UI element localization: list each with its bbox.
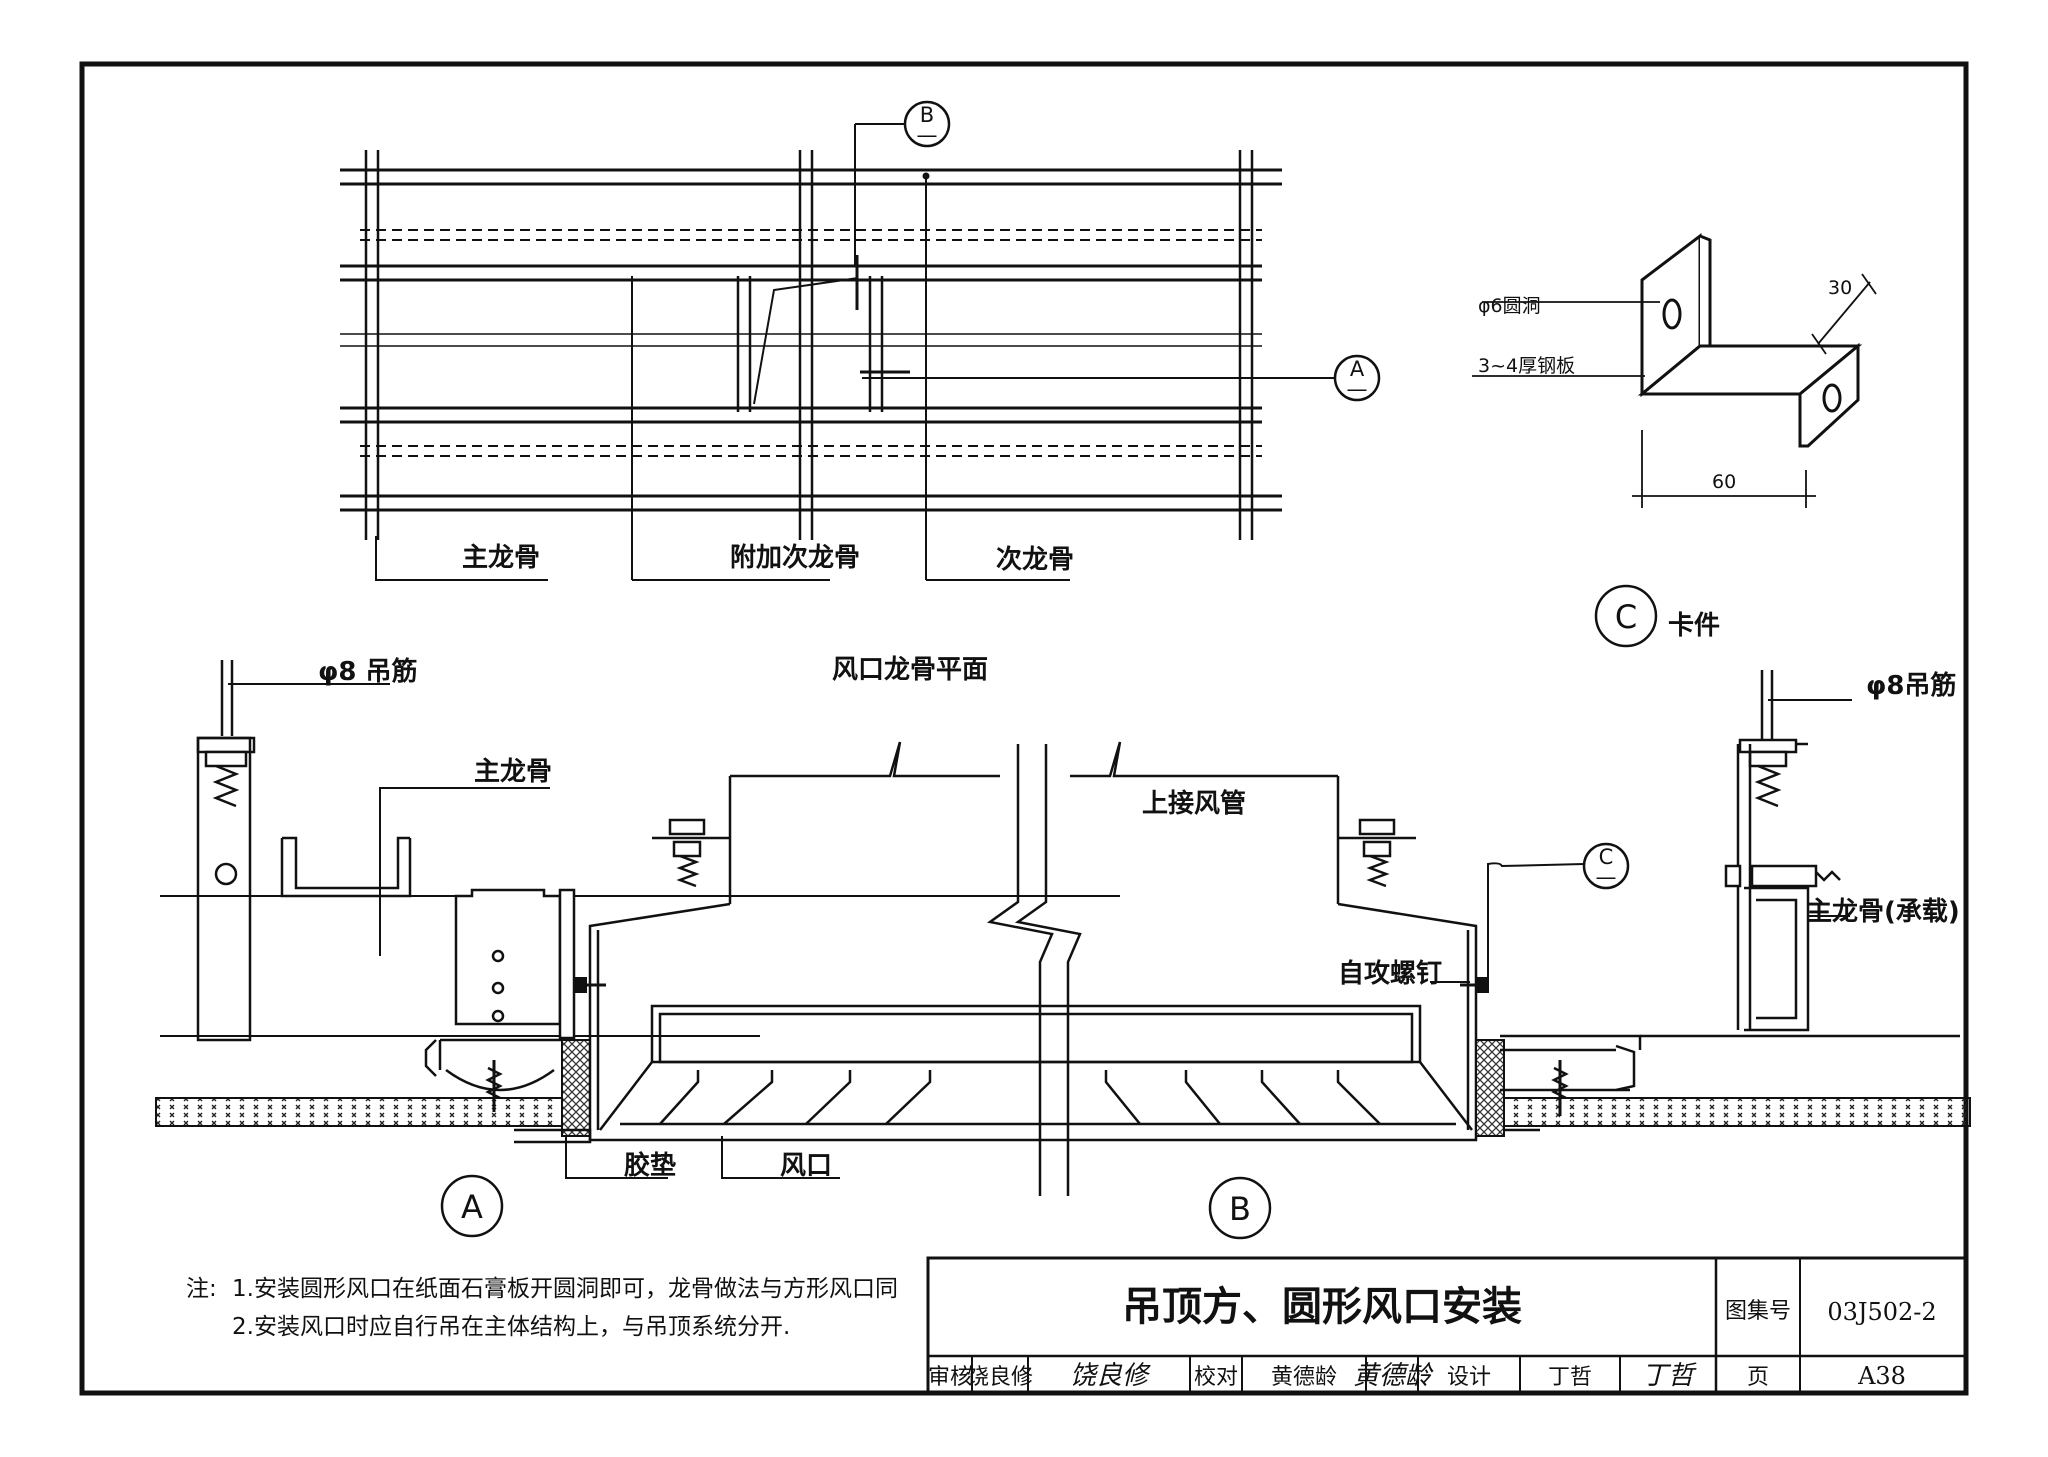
svg-text:—: —: [917, 123, 938, 147]
title-block: [926, 1256, 1968, 1395]
break-line: [986, 744, 1082, 1196]
label-extra-keel: 附加次龙骨: [730, 543, 860, 573]
reviewer-signature: 饶良修: [1070, 1361, 1151, 1391]
svg-text:A: A: [1350, 357, 1365, 381]
flange-bolt-right: [1358, 818, 1396, 888]
label-main-keel-loaded: 主龙骨(承载): [1806, 897, 1960, 927]
notes-prefix: 注:: [186, 1276, 217, 1302]
detail-bubble-c: C —: [1582, 842, 1630, 890]
designer-name: 丁哲: [1548, 1365, 1592, 1390]
label-upper-duct: 上接风管: [1142, 789, 1246, 819]
label-clip: 卡件: [1668, 611, 1720, 641]
label-screw: 自攻螺钉: [1338, 958, 1442, 989]
page-number: A38: [1857, 1362, 1906, 1390]
review-label: 审核: [928, 1365, 972, 1390]
label-rod-right: φ8吊筋: [1866, 670, 1956, 701]
section-bubble-b: B —: [903, 100, 951, 148]
atlas-number: 03J502-2: [1827, 1298, 1936, 1326]
designer-signature: 丁哲: [1642, 1361, 1697, 1391]
reviewer-name: 饶良修: [967, 1365, 1033, 1390]
vent-diffuser: [514, 741, 1540, 1144]
checker-signature: 黄德龄: [1353, 1361, 1434, 1391]
side-screws: [575, 977, 1489, 993]
label-hole: φ6圆洞: [1478, 295, 1541, 317]
label-main-keel-section: 主龙骨: [474, 757, 552, 787]
label-rod-left: φ8 吊筋: [318, 656, 417, 687]
page-label: 页: [1747, 1365, 1769, 1390]
svg-text:B: B: [1229, 1190, 1251, 1228]
clip-detail: [1637, 232, 1863, 448]
left-main-keel: [280, 836, 412, 898]
label-plate: 3~4厚钢板: [1478, 355, 1575, 377]
ceiling-board-right: [1493, 1097, 1971, 1127]
drawing-title: 吊顶方、圆形风口安装: [1122, 1284, 1522, 1330]
plan-title: 风口龙骨平面: [832, 655, 988, 685]
svg-text:B: B: [920, 103, 934, 127]
label-gasket: 胶垫: [624, 1150, 676, 1181]
notes-line-1: 1.安装圆形风口在纸面石膏板开圆洞即可，龙骨做法与方形风口同: [232, 1276, 898, 1302]
svg-text:A: A: [461, 1188, 483, 1226]
flange-bolt-left: [668, 818, 706, 888]
svg-text:C: C: [1599, 845, 1614, 869]
dim-60: 60: [1712, 471, 1736, 493]
check-label: 校对: [1194, 1365, 1238, 1390]
left-gasket: [561, 1039, 591, 1137]
checker-name: 黄德龄: [1271, 1365, 1337, 1390]
ceiling-board-left: [155, 1097, 565, 1127]
svg-text:C: C: [1615, 598, 1637, 636]
left-bracket: [424, 888, 576, 1112]
detail-a-marker: A: [440, 1174, 504, 1238]
clip-dimensions: [1472, 273, 1877, 508]
detail-c-marker: C: [1594, 584, 1658, 648]
label-secondary-keel: 次龙骨: [996, 545, 1074, 575]
dim-30: 30: [1828, 277, 1852, 299]
right-hanger: [1500, 670, 1960, 1116]
svg-text:—: —: [1347, 377, 1368, 401]
keel-plan: [340, 123, 1335, 581]
design-label: 设计: [1447, 1365, 1491, 1390]
section-leaders: [228, 683, 1852, 1179]
label-vent: 风口: [780, 1151, 832, 1181]
right-gasket: [1475, 1039, 1505, 1137]
atlas-label: 图集号: [1725, 1299, 1791, 1324]
detail-b-marker: B: [1208, 1176, 1272, 1240]
section-bubble-a: A —: [1333, 354, 1381, 402]
label-main-keel-plan: 主龙骨: [462, 543, 540, 573]
svg-text:—: —: [1596, 865, 1617, 889]
notes-line-2: 2.安装风口时应自行吊在主体结构上，与吊顶系统分开.: [232, 1314, 790, 1340]
left-hanger: [160, 660, 1120, 1042]
